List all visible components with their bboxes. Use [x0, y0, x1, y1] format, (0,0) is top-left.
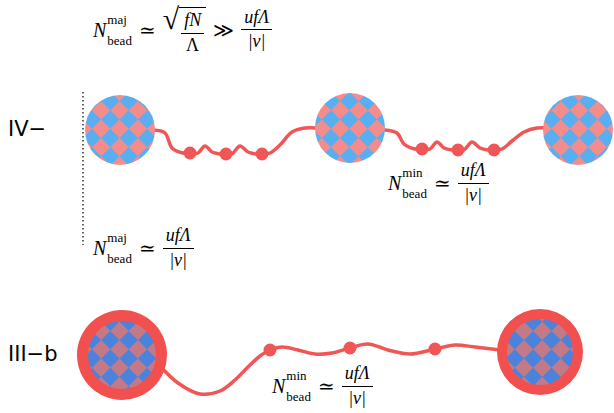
relation-symbol: ≫ [213, 20, 234, 40]
radical-sign: √ [163, 4, 179, 34]
minority-bead [264, 344, 277, 357]
relation-symbol: ≃ [139, 238, 156, 258]
radicand: fNΛ [179, 7, 206, 56]
relation-symbol: ≃ [434, 173, 451, 193]
subscript: bead [286, 390, 311, 403]
numerator: ufΛ [163, 226, 194, 249]
majority-bead-core [507, 319, 573, 385]
minority-bead [220, 148, 233, 161]
minority-chain [153, 128, 316, 161]
symbol-group: Nmaj bead [93, 13, 132, 47]
fraction: ufΛ|v| [163, 226, 194, 271]
numerator: ufΛ [241, 8, 272, 31]
minority-bead [184, 147, 197, 160]
superscript: maj [107, 231, 132, 244]
majority-bead-core [88, 321, 156, 389]
denominator: |v| [461, 184, 485, 206]
subscript: bead [107, 252, 132, 265]
bead-corona [497, 309, 583, 395]
fraction: fNΛ [181, 11, 204, 56]
minority-bead [416, 143, 429, 156]
majority-bead [315, 93, 385, 163]
regime-label: III−b [8, 343, 58, 366]
symbol: N [93, 238, 106, 258]
minority-chain [385, 128, 548, 157]
subscript: bead [107, 34, 132, 47]
square-root: √fNΛ [163, 4, 206, 56]
bead-size-formula: Nmin bead ≃ ufΛ|v| [272, 364, 373, 409]
numerator: fN [181, 11, 204, 34]
dotted-guide [82, 92, 83, 245]
script-stack: maj bead [107, 13, 132, 47]
symbol: N [272, 376, 285, 396]
numerator: ufΛ [342, 364, 373, 387]
symbol-group: Nmaj bead [93, 231, 132, 265]
chain-strand [153, 128, 316, 155]
minority-bead [452, 144, 465, 157]
superscript: maj [107, 13, 132, 26]
bead-size-formula: Nmin bead ≃ ufΛ|v| [388, 161, 489, 206]
minority-bead [344, 342, 357, 355]
majority-bead [85, 95, 155, 165]
script-stack: maj bead [107, 231, 132, 265]
fraction: ufΛ|v| [241, 8, 272, 53]
script-stack: min bead [402, 166, 427, 200]
subscript: bead [402, 187, 427, 200]
bead-size-formula: Nmaj bead ≃ √fNΛ ≫ ufΛ|v| [93, 4, 272, 56]
denominator: |v| [345, 387, 369, 409]
denominator: |v| [166, 249, 190, 271]
minority-bead [256, 148, 269, 161]
bead-corona [77, 310, 167, 400]
fraction: ufΛ|v| [342, 364, 373, 409]
relation-symbol: ≃ [318, 376, 335, 396]
superscript: min [402, 166, 427, 179]
denominator: |v| [245, 30, 269, 52]
symbol-group: Nmin bead [388, 166, 427, 200]
majority-bead [543, 95, 613, 165]
script-stack: min bead [286, 369, 311, 403]
relation-symbol: ≃ [139, 20, 156, 40]
symbol-group: Nmin bead [272, 369, 311, 403]
fraction: ufΛ|v| [458, 161, 489, 206]
bead-size-formula: Nmaj bead ≃ ufΛ|v| [93, 226, 194, 271]
denominator: Λ [183, 34, 202, 56]
polymer-chains [153, 128, 548, 395]
chain-strand [385, 128, 548, 151]
superscript: min [286, 369, 311, 382]
numerator: ufΛ [458, 161, 489, 184]
symbol: N [93, 20, 106, 40]
globules [77, 93, 613, 400]
minority-bead [488, 144, 501, 157]
symbol: N [388, 173, 401, 193]
minority-bead [429, 343, 442, 356]
regime-label: IV− [8, 118, 46, 141]
